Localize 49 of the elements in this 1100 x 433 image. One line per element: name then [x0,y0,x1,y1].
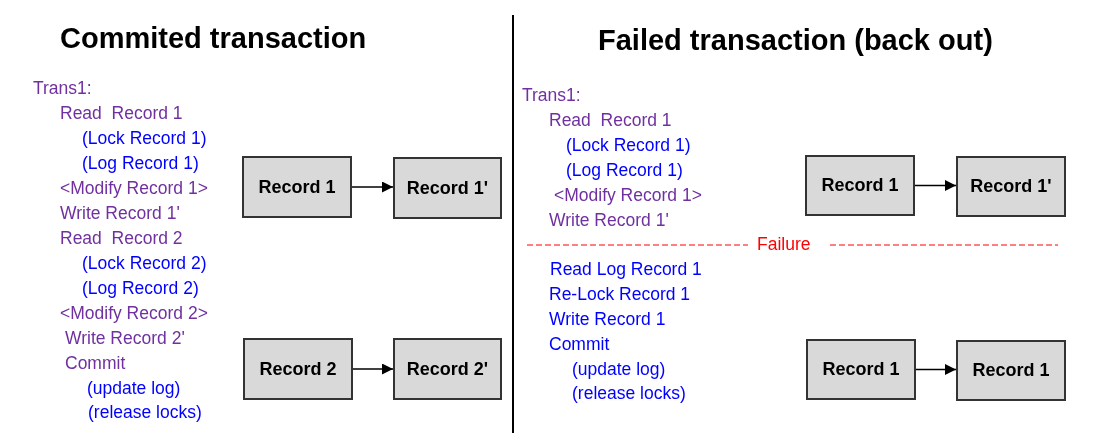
step-text: Commit [549,333,610,355]
step-text: (Log Record 1) [566,159,683,181]
record-box [956,156,1066,217]
record-label: Record 1 [258,176,336,198]
step-text: <Modify Record 1> [60,177,208,199]
step-text: <Modify Record 2> [60,302,208,324]
step-text: (update log) [572,358,666,380]
failure-label: Failure [757,233,811,255]
step-text: Read Log Record 1 [550,258,702,280]
record-box [805,155,915,216]
section-heading: Commited transaction [60,21,367,55]
record-label: Record 1' [406,177,489,199]
step-text: Write Record 1' [60,202,180,224]
step-text: Write Record 1 [549,308,666,330]
record-label: Record 1 [821,175,899,196]
record-box [956,340,1066,401]
record-label: Record 1 [822,359,900,380]
step-text: (Lock Record 1) [82,127,207,149]
record-label: Record 1 [972,360,1050,381]
step-text: (release locks) [88,401,202,423]
record-box [242,156,352,218]
step-text: (Log Record 2) [82,277,199,299]
arrow [352,363,394,375]
step-text: (Lock Record 1) [566,134,691,156]
section-heading: Failed transaction (back out) [598,23,993,57]
step-text: Trans1: [522,84,581,106]
step-text: Read Record 1 [549,109,672,131]
step-text: Write Record 2' [65,327,185,349]
record-box [393,338,502,400]
step-text: (Lock Record 2) [82,252,207,274]
record-box [393,157,502,219]
record-label: Record 1' [970,176,1052,197]
step-text: (release locks) [572,382,686,404]
step-text: Write Record 1' [549,209,669,231]
step-text: (Log Record 1) [82,152,199,174]
step-text: (update log) [87,377,181,399]
step-text: <Modify Record 1> [554,184,702,206]
arrow [351,181,394,193]
step-text: Read Record 1 [60,102,183,124]
arrow [914,180,957,191]
arrow [915,364,957,375]
step-text: Commit [65,352,126,374]
record-label: Record 2' [406,358,489,380]
record-box [806,339,916,400]
step-text: Read Record 2 [60,227,183,249]
record-box [243,338,353,400]
step-text: Re-Lock Record 1 [549,283,691,305]
step-text: Trans1: [33,77,92,99]
record-label: Record 2 [259,358,337,380]
